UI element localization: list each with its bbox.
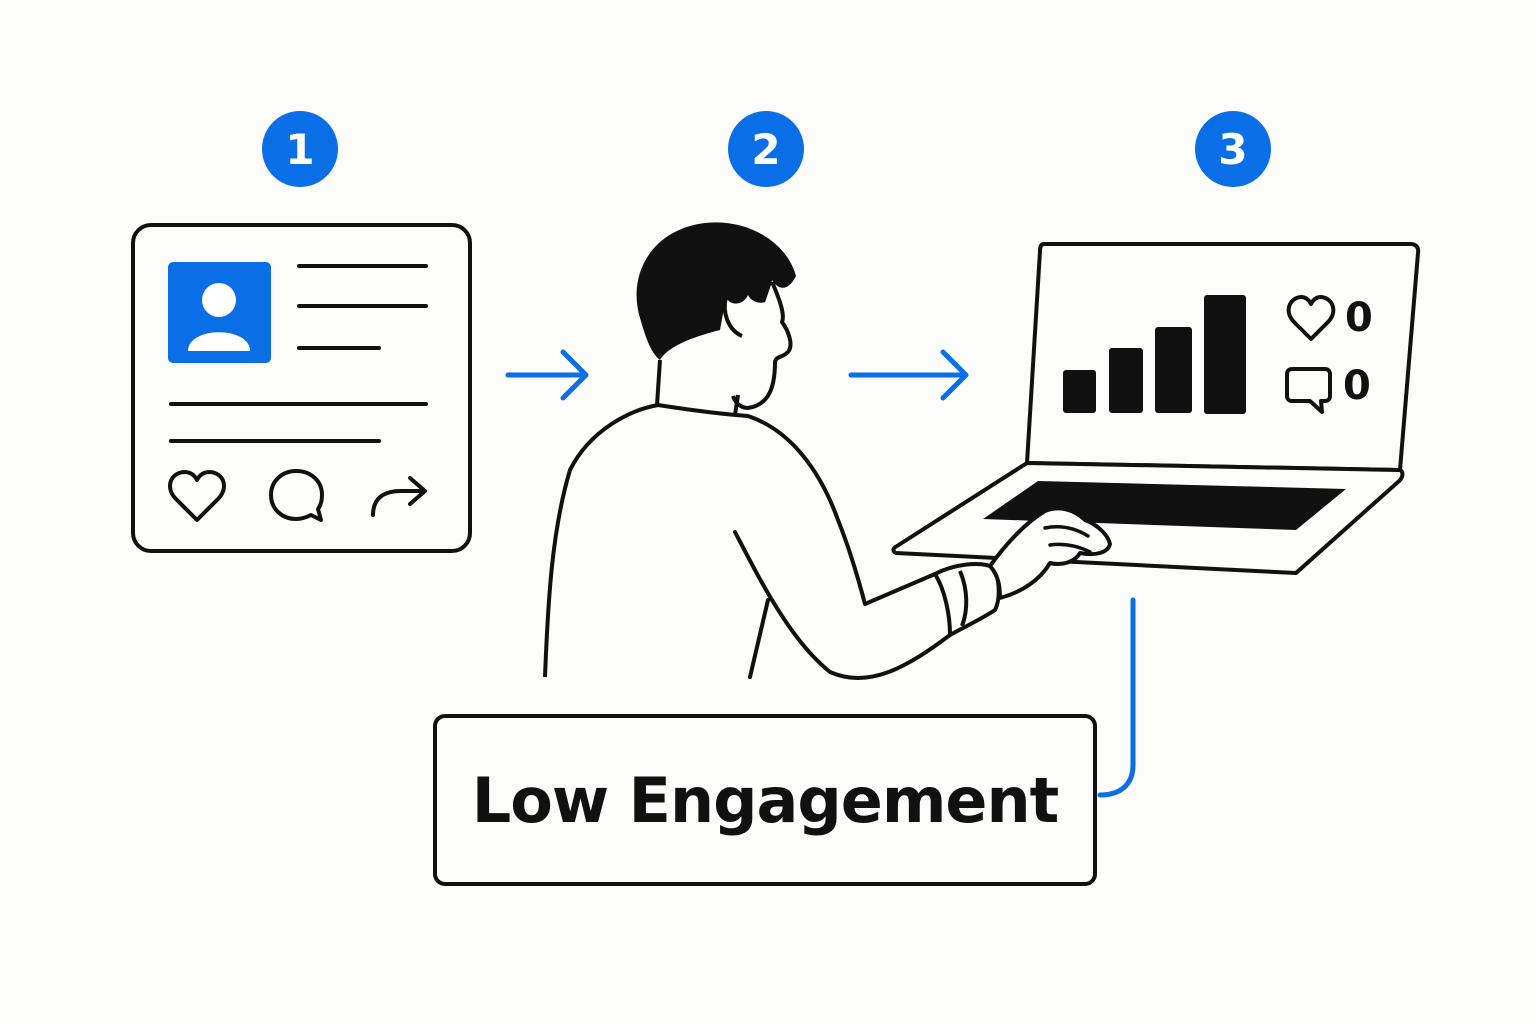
step-number: 1: [285, 124, 315, 174]
laptop: [891, 242, 1421, 575]
profile-avatar-icon: [168, 262, 271, 363]
person-illustration: [543, 222, 1001, 681]
post-text-lines: [169, 264, 428, 443]
heart-icon: [168, 470, 226, 522]
arrow-right-icon: [505, 349, 589, 401]
share-icon: [371, 476, 427, 517]
post-card: [131, 223, 472, 553]
bar-chart-icon: [1063, 295, 1246, 414]
step-number: 3: [1218, 124, 1248, 174]
person-hair: [636, 222, 796, 360]
low-engagement-label: Low Engagement: [433, 714, 1097, 886]
heart-icon: [1286, 295, 1336, 341]
step-1-badge: 1: [262, 111, 338, 187]
step-3-badge: 3: [1195, 111, 1271, 187]
result-label-text: Low Engagement: [471, 763, 1060, 837]
arrow-right-icon: [848, 349, 969, 401]
person-hand: [988, 506, 1112, 600]
step-2-badge: 2: [728, 111, 804, 187]
comment-icon: [1285, 367, 1332, 414]
comment-icon: [269, 469, 324, 522]
step-number: 2: [751, 124, 781, 174]
comment-count: 0: [1343, 363, 1371, 409]
like-count: 0: [1345, 295, 1373, 341]
connector-line: [1097, 597, 1136, 798]
